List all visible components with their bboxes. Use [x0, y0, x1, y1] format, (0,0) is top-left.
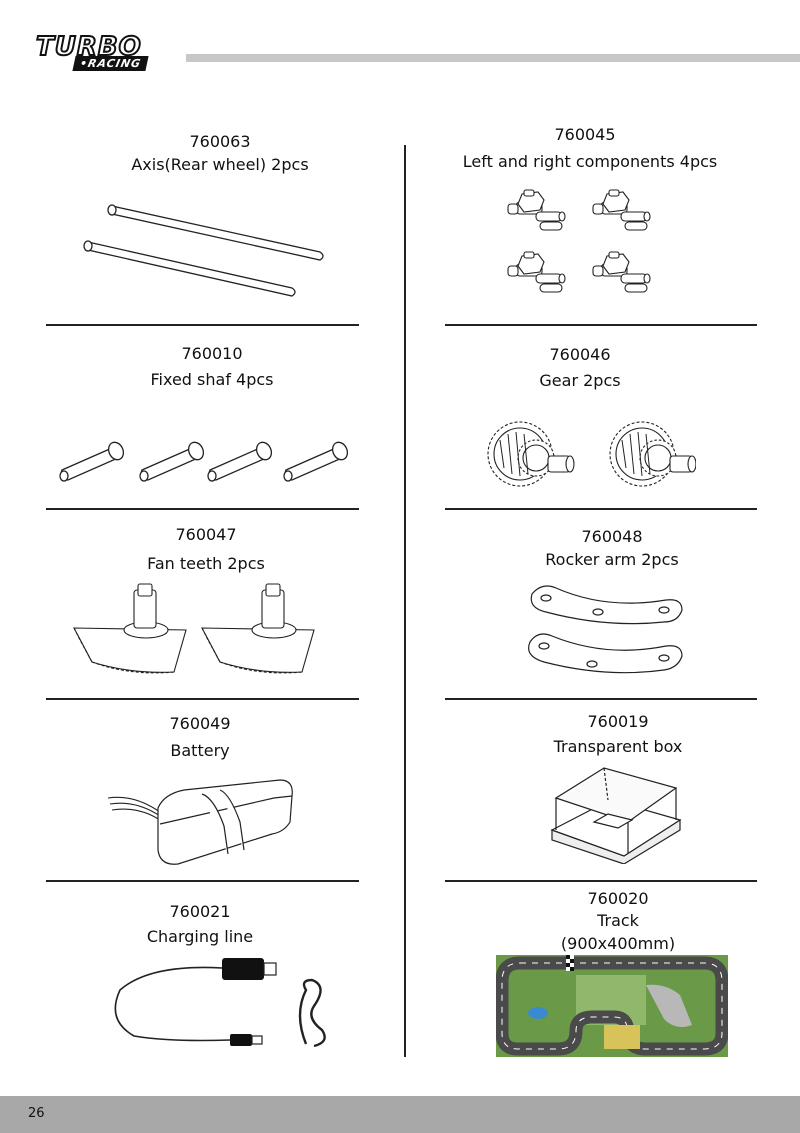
- row-divider: [445, 324, 757, 326]
- part-name: Left and right components 4pcs: [462, 152, 718, 171]
- header-bar: [186, 54, 800, 62]
- part-code: 760020: [587, 889, 649, 908]
- transparent-box-illustration: [548, 764, 684, 864]
- part-name: Fan teeth 2pcs: [147, 554, 265, 573]
- row-divider: [445, 508, 757, 510]
- part-code: 760047: [175, 525, 237, 544]
- part-code: 760010: [181, 344, 243, 363]
- part-name: Fixed shaf 4pcs: [150, 370, 274, 389]
- row-divider: [46, 324, 359, 326]
- part-code: 760019: [587, 712, 649, 731]
- gear-illustration: [486, 412, 696, 498]
- charging-cable-illustration: [100, 950, 340, 1056]
- part-code: 760046: [549, 345, 611, 364]
- fixed-shaft-illustration: [52, 436, 362, 496]
- part-name: Battery: [170, 741, 230, 760]
- turbo-racing-logo: TURBO •RACING: [30, 30, 170, 76]
- row-divider: [46, 508, 359, 510]
- part-name: Rocker arm 2pcs: [545, 550, 679, 569]
- row-divider: [46, 698, 359, 700]
- part-code: 760021: [169, 902, 231, 921]
- axle-illustration: [76, 196, 336, 308]
- part-name: Charging line: [146, 927, 254, 946]
- part-name: Transparent box: [553, 737, 683, 756]
- components-illustration: [506, 188, 676, 303]
- usb-plug: [222, 958, 264, 980]
- fan-teeth-illustration: [70, 582, 340, 682]
- row-divider: [46, 880, 359, 882]
- logo-sub-text: •RACING: [72, 56, 149, 71]
- row-divider: [445, 880, 757, 882]
- part-code: 760063: [189, 132, 251, 151]
- part-code: 760045: [554, 125, 616, 144]
- center-divider: [404, 145, 406, 1057]
- part-name: Track: [597, 911, 639, 930]
- rocker-arm-illustration: [516, 580, 696, 690]
- row-divider: [445, 698, 757, 700]
- battery-illustration: [104, 770, 300, 870]
- part-code: 760049: [169, 714, 231, 733]
- part-name: Gear 2pcs: [539, 371, 621, 390]
- track-illustration: [496, 955, 728, 1057]
- part-size: (900x400mm): [560, 934, 676, 953]
- part-code: 760048: [581, 527, 643, 546]
- page-number: 26: [28, 1106, 45, 1121]
- footer-bar: 26: [0, 1096, 800, 1133]
- part-name: Axis(Rear wheel) 2pcs: [131, 155, 309, 174]
